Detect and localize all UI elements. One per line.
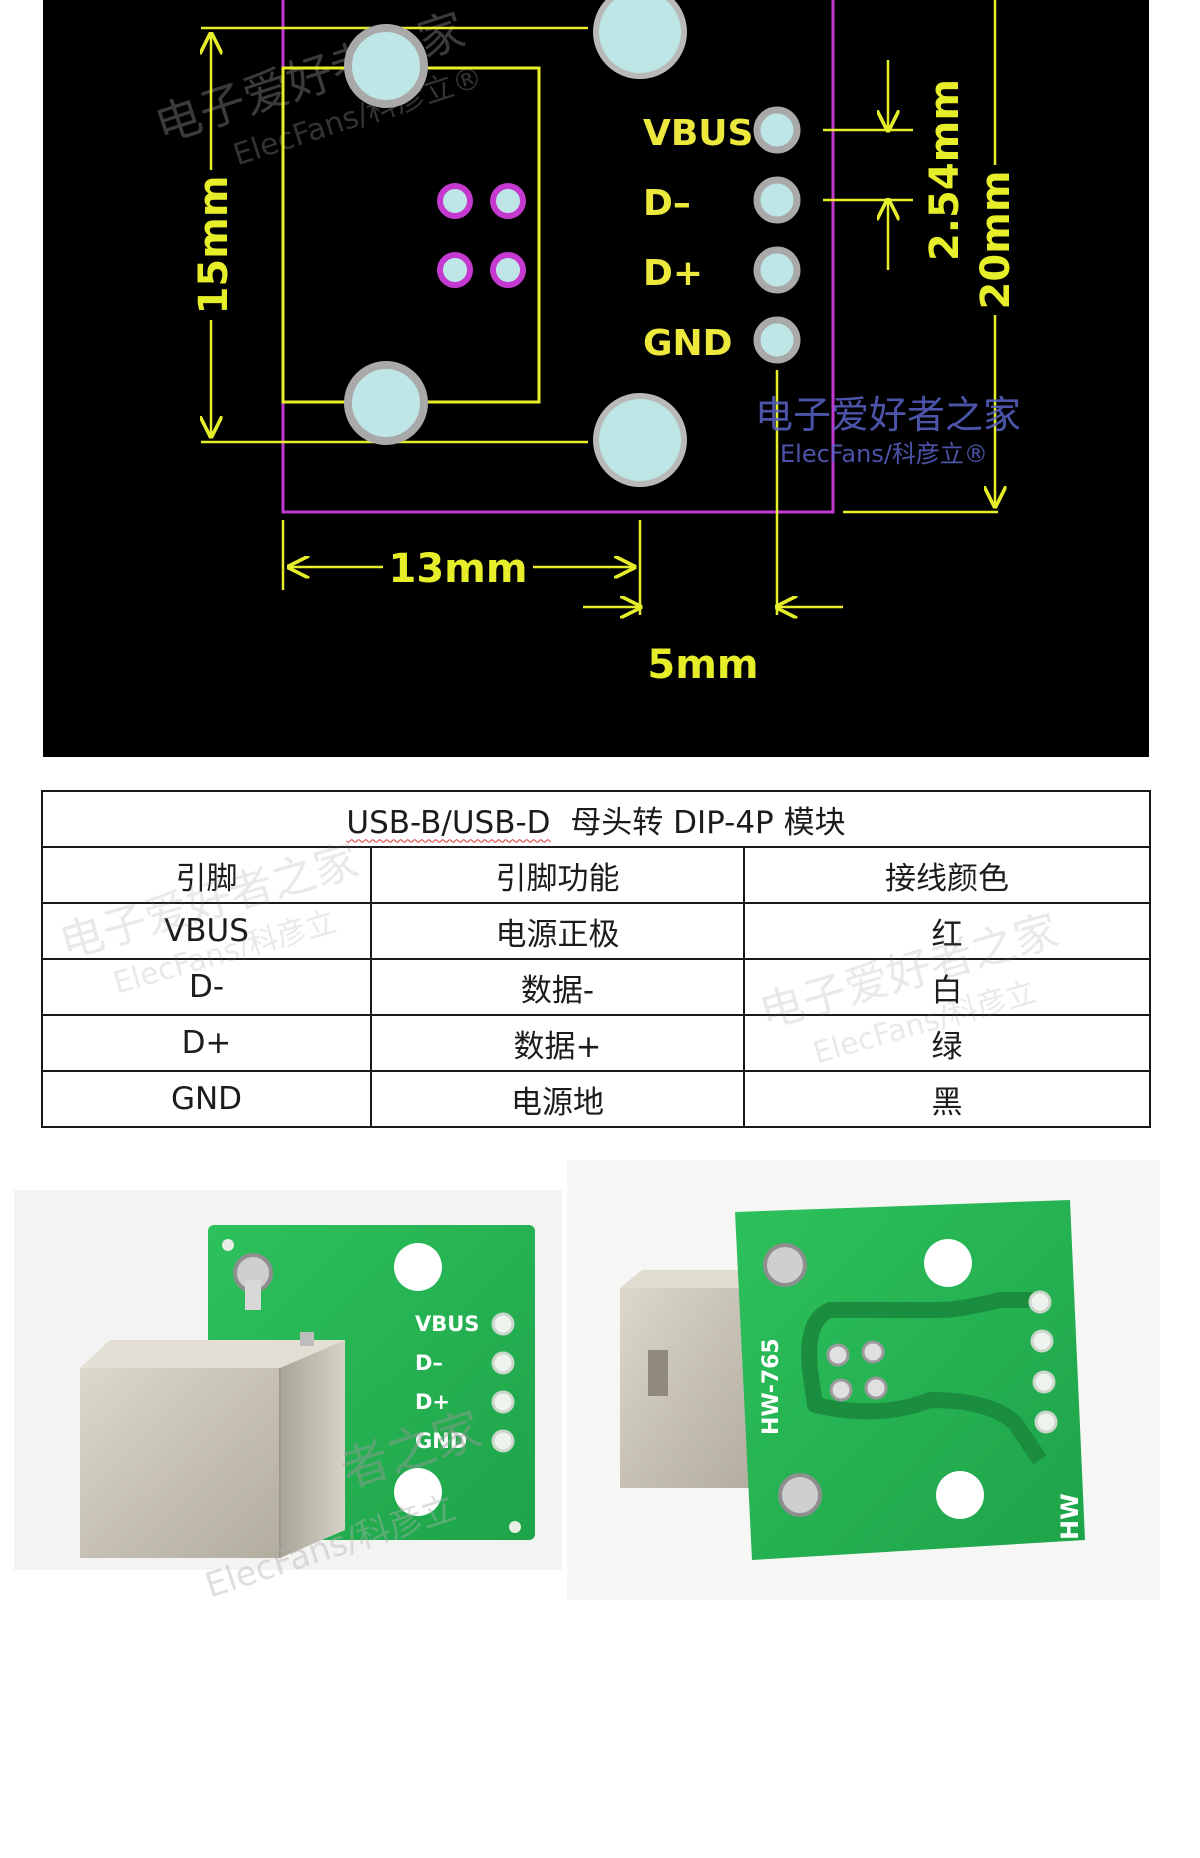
mounting-pads [344, 0, 687, 487]
cell-color: 绿 [743, 1014, 1151, 1072]
table-row: D+ 数据+ 绿 [41, 1014, 1151, 1072]
cell-function: 数据- [370, 958, 745, 1016]
cell-color: 白 [743, 958, 1151, 1016]
left-mount-hole-bottom [394, 1468, 442, 1516]
cell-function: 电源正极 [370, 902, 745, 960]
pin-label-gnd: GND [643, 323, 733, 364]
table-row: D- 数据- 白 [41, 958, 1151, 1016]
left-silk-gnd: GND [415, 1429, 467, 1453]
cell-function: 电源地 [370, 1070, 745, 1128]
pin-label-dminus: D– [643, 183, 691, 224]
pin-label-vbus: VBUS [643, 113, 753, 154]
center-watermark-en: ElecFans/科彦立® [780, 440, 988, 468]
dim-15mm-label: 15mm [191, 175, 237, 314]
right-module: HW-765 HW [620, 1200, 1085, 1560]
cell-function: 数据+ [370, 1014, 745, 1072]
cell-color: 黑 [743, 1070, 1151, 1128]
left-module: VBUS D– D+ GND [80, 1225, 535, 1558]
left-silk-dplus: D+ [415, 1390, 450, 1414]
left-usb-top [80, 1340, 345, 1368]
header-function: 引脚功能 [370, 846, 745, 904]
cell-pin: D- [41, 958, 372, 1016]
cell-pin: GND [41, 1070, 372, 1128]
header-wire-color: 接线颜色 [743, 846, 1151, 904]
table-row: GND 电源地 黑 [41, 1070, 1151, 1128]
dim-13mm-label: 13mm [388, 546, 527, 592]
pcb-dimension-drawing: 电子爱好者之家 ElecFans/科彦立® 15mm 13mm 5mm [43, 0, 1149, 757]
right-usb-body [620, 1288, 754, 1488]
cell-pin: D+ [41, 1014, 372, 1072]
pin-label-dplus: D+ [643, 253, 703, 294]
right-dip-holes [1028, 1290, 1058, 1434]
dim-5mm-label: 5mm [647, 642, 758, 688]
dip-pins [753, 106, 801, 364]
left-silkscreen: VBUS D– D+ GND [415, 1312, 479, 1453]
top-watermark: 电子爱好者之家 ElecFans/科彦立® [148, 2, 487, 173]
product-photos-svg: VBUS D– D+ GND 者之家 ElecFans/科彦立 [14, 1160, 1160, 1606]
header-pin: 引脚 [41, 846, 372, 904]
center-watermark-cn: 电子爱好者之家 [755, 393, 1021, 437]
table-row: VBUS 电源正极 红 [41, 902, 1151, 960]
right-mount-hole-top [924, 1239, 972, 1287]
left-usb-side [280, 1340, 345, 1558]
left-usb-front [80, 1368, 280, 1558]
table-title-part-a: USB-B/USB-D [346, 804, 551, 841]
cell-pin: VBUS [41, 902, 372, 960]
right-signal-pads [826, 1340, 888, 1402]
cell-color: 红 [743, 902, 1151, 960]
product-photos: VBUS D– D+ GND 者之家 ElecFans/科彦立 [0, 1160, 1200, 1630]
pin-function-table: USB-B/USB-D 母头转 DIP-4P 模块 引脚 引脚功能 接线颜色 V… [41, 790, 1151, 1128]
left-silk-vbus: VBUS [415, 1312, 479, 1336]
dim-2-54mm-label: 2.54mm [922, 79, 968, 261]
table-header-row: 引脚 引脚功能 接线颜色 [41, 846, 1151, 904]
table-title-part-b: 母头转 DIP-4P 模块 [570, 804, 846, 841]
right-silk-brand: HW [1056, 1493, 1084, 1540]
left-mount-hole-top [394, 1243, 442, 1291]
table-title: USB-B/USB-D 母头转 DIP-4P 模块 [41, 790, 1151, 848]
dim-20mm-label: 20mm [973, 170, 1019, 309]
left-silk-dminus: D– [415, 1351, 443, 1375]
signal-pads [437, 183, 526, 288]
table-title-row: USB-B/USB-D 母头转 DIP-4P 模块 [41, 790, 1151, 848]
right-mount-hole-bottom [936, 1471, 984, 1519]
pcb-drawing-svg: 电子爱好者之家 ElecFans/科彦立® 15mm 13mm 5mm [148, 0, 1021, 688]
right-pcb [735, 1200, 1085, 1560]
right-silk-model: HW-765 [759, 1338, 784, 1435]
left-dip-holes [491, 1312, 515, 1453]
